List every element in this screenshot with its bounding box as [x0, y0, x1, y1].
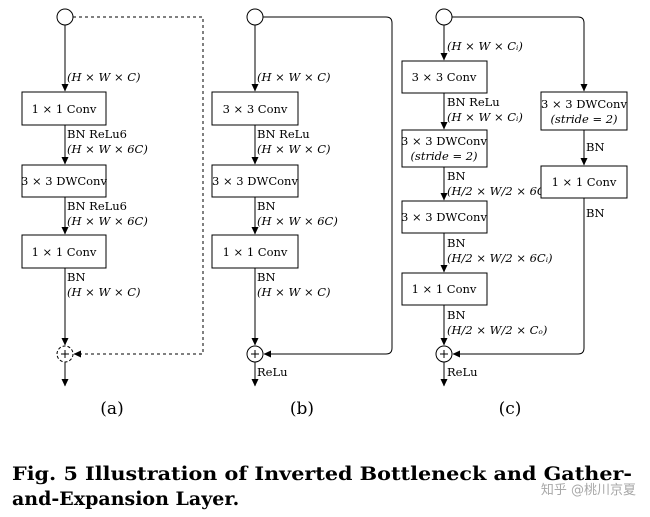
panel-label-c: (c)	[499, 399, 522, 419]
dwconv-label-b: 3 × 3 DWConv	[212, 174, 298, 188]
shape-b2: (H × W × 6C)	[257, 214, 338, 228]
dwconv-label-c: 3 × 3 DWConv	[401, 210, 487, 224]
shape-c3: (H/2 × W/2 × 6Cᵢ)	[447, 251, 553, 265]
dwconv-label-a: 3 × 3 DWConv	[21, 174, 107, 188]
skip-connection-b	[263, 16, 393, 358]
shape-in-b: (H × W × C)	[257, 70, 331, 84]
side-conv1x1-box-c	[540, 165, 628, 199]
panel-c: (H × W × Cᵢ) 3 × 3 Conv BN ReLu (H × W ×…	[401, 8, 628, 419]
bn-relu6-a2: BN ReLu6	[67, 199, 127, 213]
side-dwconv-label-c: 3 × 3 DWConv	[541, 97, 627, 111]
shape-c1: (H × W × Cᵢ)	[447, 110, 523, 124]
conv1x1-label-a1: 1 × 1 Conv	[32, 102, 97, 116]
dwconv-stride-label-c: 3 × 3 DWConv	[401, 134, 487, 148]
side-bn-c1: BN	[586, 140, 605, 154]
bn-relu-b1: BN ReLu	[257, 127, 310, 141]
side-branch-merge-c	[452, 198, 585, 358]
watermark: 知乎 @桃川京夏	[541, 482, 636, 498]
relu-out-c: ReLu	[447, 365, 478, 379]
dwconv-box-b	[211, 164, 299, 198]
shape-b1: (H × W × C)	[257, 142, 331, 156]
dwconv-box-a	[21, 164, 107, 198]
shape-c4: (H/2 × W/2 × Cₒ)	[447, 323, 547, 337]
input-node-c	[435, 8, 453, 26]
side-bn-c2: BN	[586, 206, 605, 220]
conv1x1-label-a2: 1 × 1 Conv	[32, 245, 97, 259]
bn-a3: BN	[67, 270, 86, 284]
conv3x3-label-b: 3 × 3 Conv	[223, 102, 288, 116]
panel-label-b: (b)	[290, 399, 314, 419]
side-conv1x1-label-c: 1 × 1 Conv	[552, 175, 617, 189]
conv1x1-label-b: 1 × 1 Conv	[223, 245, 288, 259]
panel-b: (H × W × C) 3 × 3 Conv BN ReLu (H × W × …	[211, 8, 393, 419]
conv3x3-box-b	[211, 91, 299, 126]
dwconv-stride-box-c	[401, 129, 488, 168]
shape-b3: (H × W × C)	[257, 285, 331, 299]
relu-out-b: ReLu	[257, 365, 288, 379]
caption-line-1: Fig. 5 Illustration of Inverted Bottlene…	[12, 463, 632, 485]
shape-a3: (H × W × C)	[67, 285, 141, 299]
side-dwconv-box-c	[540, 91, 628, 131]
conv1x1-box-c	[401, 272, 488, 306]
panel-a: (H × W × C) 1 × 1 Conv BN ReLu6 (H × W ×…	[21, 8, 204, 419]
bn-relu6-a1: BN ReLu6	[67, 127, 127, 141]
dwconv-box-c	[401, 200, 488, 234]
bn-c4: BN	[447, 308, 466, 322]
shape-a1: (H × W × 6C)	[67, 142, 148, 156]
shape-a2: (H × W × 6C)	[67, 214, 148, 228]
panel-label-a: (a)	[100, 399, 123, 419]
shape-in-a: (H × W × C)	[67, 70, 141, 84]
bn-c2: BN	[447, 169, 466, 183]
bn-b3: BN	[257, 270, 276, 284]
stride-label-c: (stride = 2)	[410, 149, 477, 163]
side-stride-label-c: (stride = 2)	[550, 112, 617, 126]
side-branch-line-c	[452, 16, 588, 92]
conv1x1-box-b	[211, 234, 299, 269]
shape-c2: (H/2 × W/2 × 6Cᵢ)	[447, 184, 553, 198]
input-node-a	[56, 8, 74, 26]
input-node-b	[246, 8, 264, 26]
conv1x1-label-c: 1 × 1 Conv	[412, 282, 477, 296]
bn-c3: BN	[447, 236, 466, 250]
conv3x3-label-c: 3 × 3 Conv	[412, 70, 477, 84]
conv3x3-box-c	[401, 60, 488, 94]
caption-line-2: and-Expansion Layer.	[12, 488, 239, 510]
shape-in-c: (H × W × Cᵢ)	[447, 39, 523, 53]
conv1x1-box-a2	[21, 234, 107, 269]
bn-relu-c1: BN ReLu	[447, 95, 500, 109]
bn-b2: BN	[257, 199, 276, 213]
conv1x1-box-a1	[21, 91, 107, 126]
